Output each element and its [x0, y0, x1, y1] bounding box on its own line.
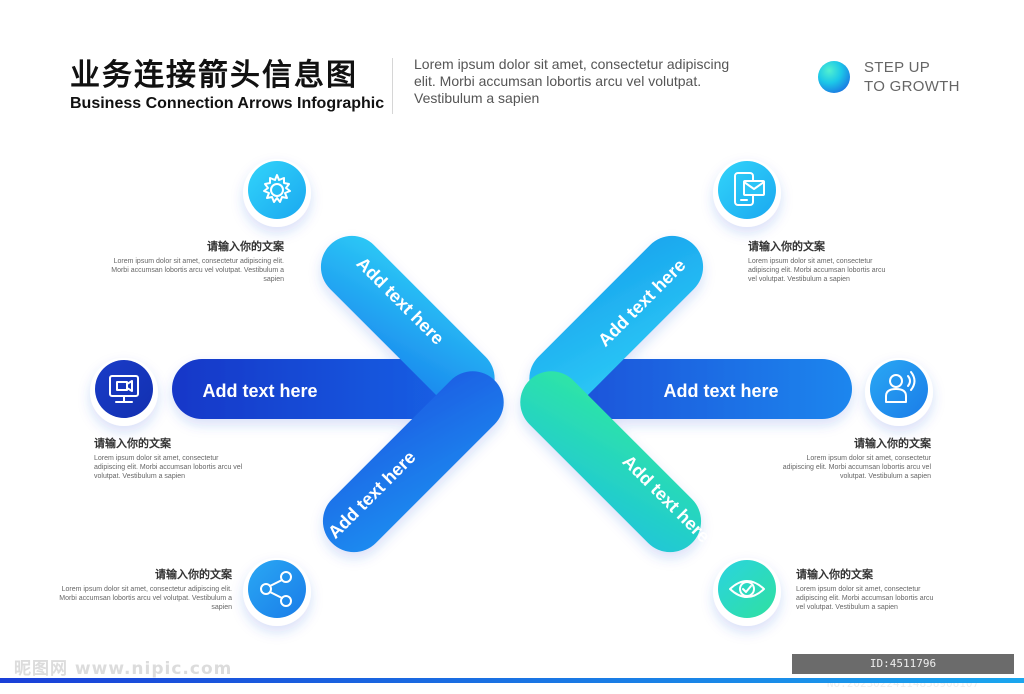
slogan-line-2: TO GROWTH: [864, 78, 960, 95]
top-right-body: Lorem ipsum dolor sit amet, consectetur …: [748, 258, 886, 283]
video-monitor-icon: [109, 375, 139, 403]
top-left-text-block: 请输入你的文案 Lorem ipsum dolor sit amet, cons…: [104, 238, 284, 284]
mid-left-title: 请输入你的文案: [94, 437, 171, 450]
left-middle-bar[interactable]: [172, 359, 472, 419]
mid-left-icon-badge[interactable]: [90, 358, 158, 426]
mid-right-title: 请输入你的文案: [854, 437, 931, 450]
gradient-circle-logo: [818, 61, 850, 93]
bottom-left-title: 请输入你的文案: [155, 568, 232, 581]
bottom-right-text-block: 请输入你的文案 Lorem ipsum dolor sit amet, cons…: [796, 566, 936, 612]
watermark-site: 昵图网 www.nipic.com: [14, 659, 233, 679]
bottom-left-body: Lorem ipsum dolor sit amet, consectetur …: [59, 586, 232, 611]
slogan: STEP UP TO GROWTH: [864, 58, 960, 96]
mid-left-body: Lorem ipsum dolor sit amet, consectetur …: [94, 455, 243, 480]
bottom-right-icon-badge[interactable]: [713, 558, 781, 626]
mid-right-text-block: 请输入你的文案 Lorem ipsum dolor sit amet, cons…: [776, 435, 931, 481]
bottom-right-body: Lorem ipsum dolor sit amet, consectetur …: [796, 586, 934, 611]
top-left-body: Lorem ipsum dolor sit amet, consectetur …: [111, 258, 284, 283]
mid-right-body: Lorem ipsum dolor sit amet, consectetur …: [782, 455, 931, 480]
top-right-text-block: 请输入你的文案 Lorem ipsum dolor sit amet, cons…: [748, 238, 888, 284]
page-title-chinese: 业务连接箭头信息图: [70, 58, 358, 93]
bottom-right-title: 请输入你的文案: [796, 568, 873, 581]
left-upper-bar[interactable]: [308, 223, 507, 422]
mid-right-icon-badge[interactable]: [865, 358, 933, 426]
eye-icon: [729, 580, 765, 598]
right-lower-bar[interactable]: [507, 358, 713, 564]
bottom-gradient-strip: [0, 678, 1024, 683]
left-middle-label: Add text here: [202, 381, 317, 401]
phone-mail-icon: [734, 172, 765, 206]
right-middle-label: Add text here: [663, 381, 778, 401]
top-right-icon-badge[interactable]: [713, 159, 781, 227]
intro-paragraph: Lorem ipsum dolor sit amet, consectetur …: [414, 56, 730, 106]
page-title-english: Business Connection Arrows Infographic: [70, 95, 385, 112]
top-left-title: 请输入你的文案: [207, 240, 284, 253]
watermark-id-badge: ID:4511796 NO:20230224114856906107: [792, 654, 1014, 690]
top-right-title: 请输入你的文案: [748, 240, 825, 253]
gear-icon: [263, 174, 291, 203]
right-middle-bar[interactable]: [552, 359, 852, 419]
left-arrow: [172, 223, 516, 564]
share-icon: [260, 571, 292, 607]
right-arrow: [507, 223, 852, 564]
header-divider: [392, 58, 393, 114]
voice-user-icon: [885, 371, 916, 403]
right-upper-bar[interactable]: [517, 223, 716, 422]
top-left-icon-badge[interactable]: [243, 159, 311, 227]
bottom-left-text-block: 请输入你的文案 Lorem ipsum dolor sit amet, cons…: [52, 566, 232, 612]
bottom-left-icon-badge[interactable]: [243, 558, 311, 626]
slogan-line-1: STEP UP: [864, 59, 931, 76]
left-lower-bar[interactable]: [310, 358, 516, 564]
mid-left-text-block: 请输入你的文案 Lorem ipsum dolor sit amet, cons…: [94, 435, 249, 481]
